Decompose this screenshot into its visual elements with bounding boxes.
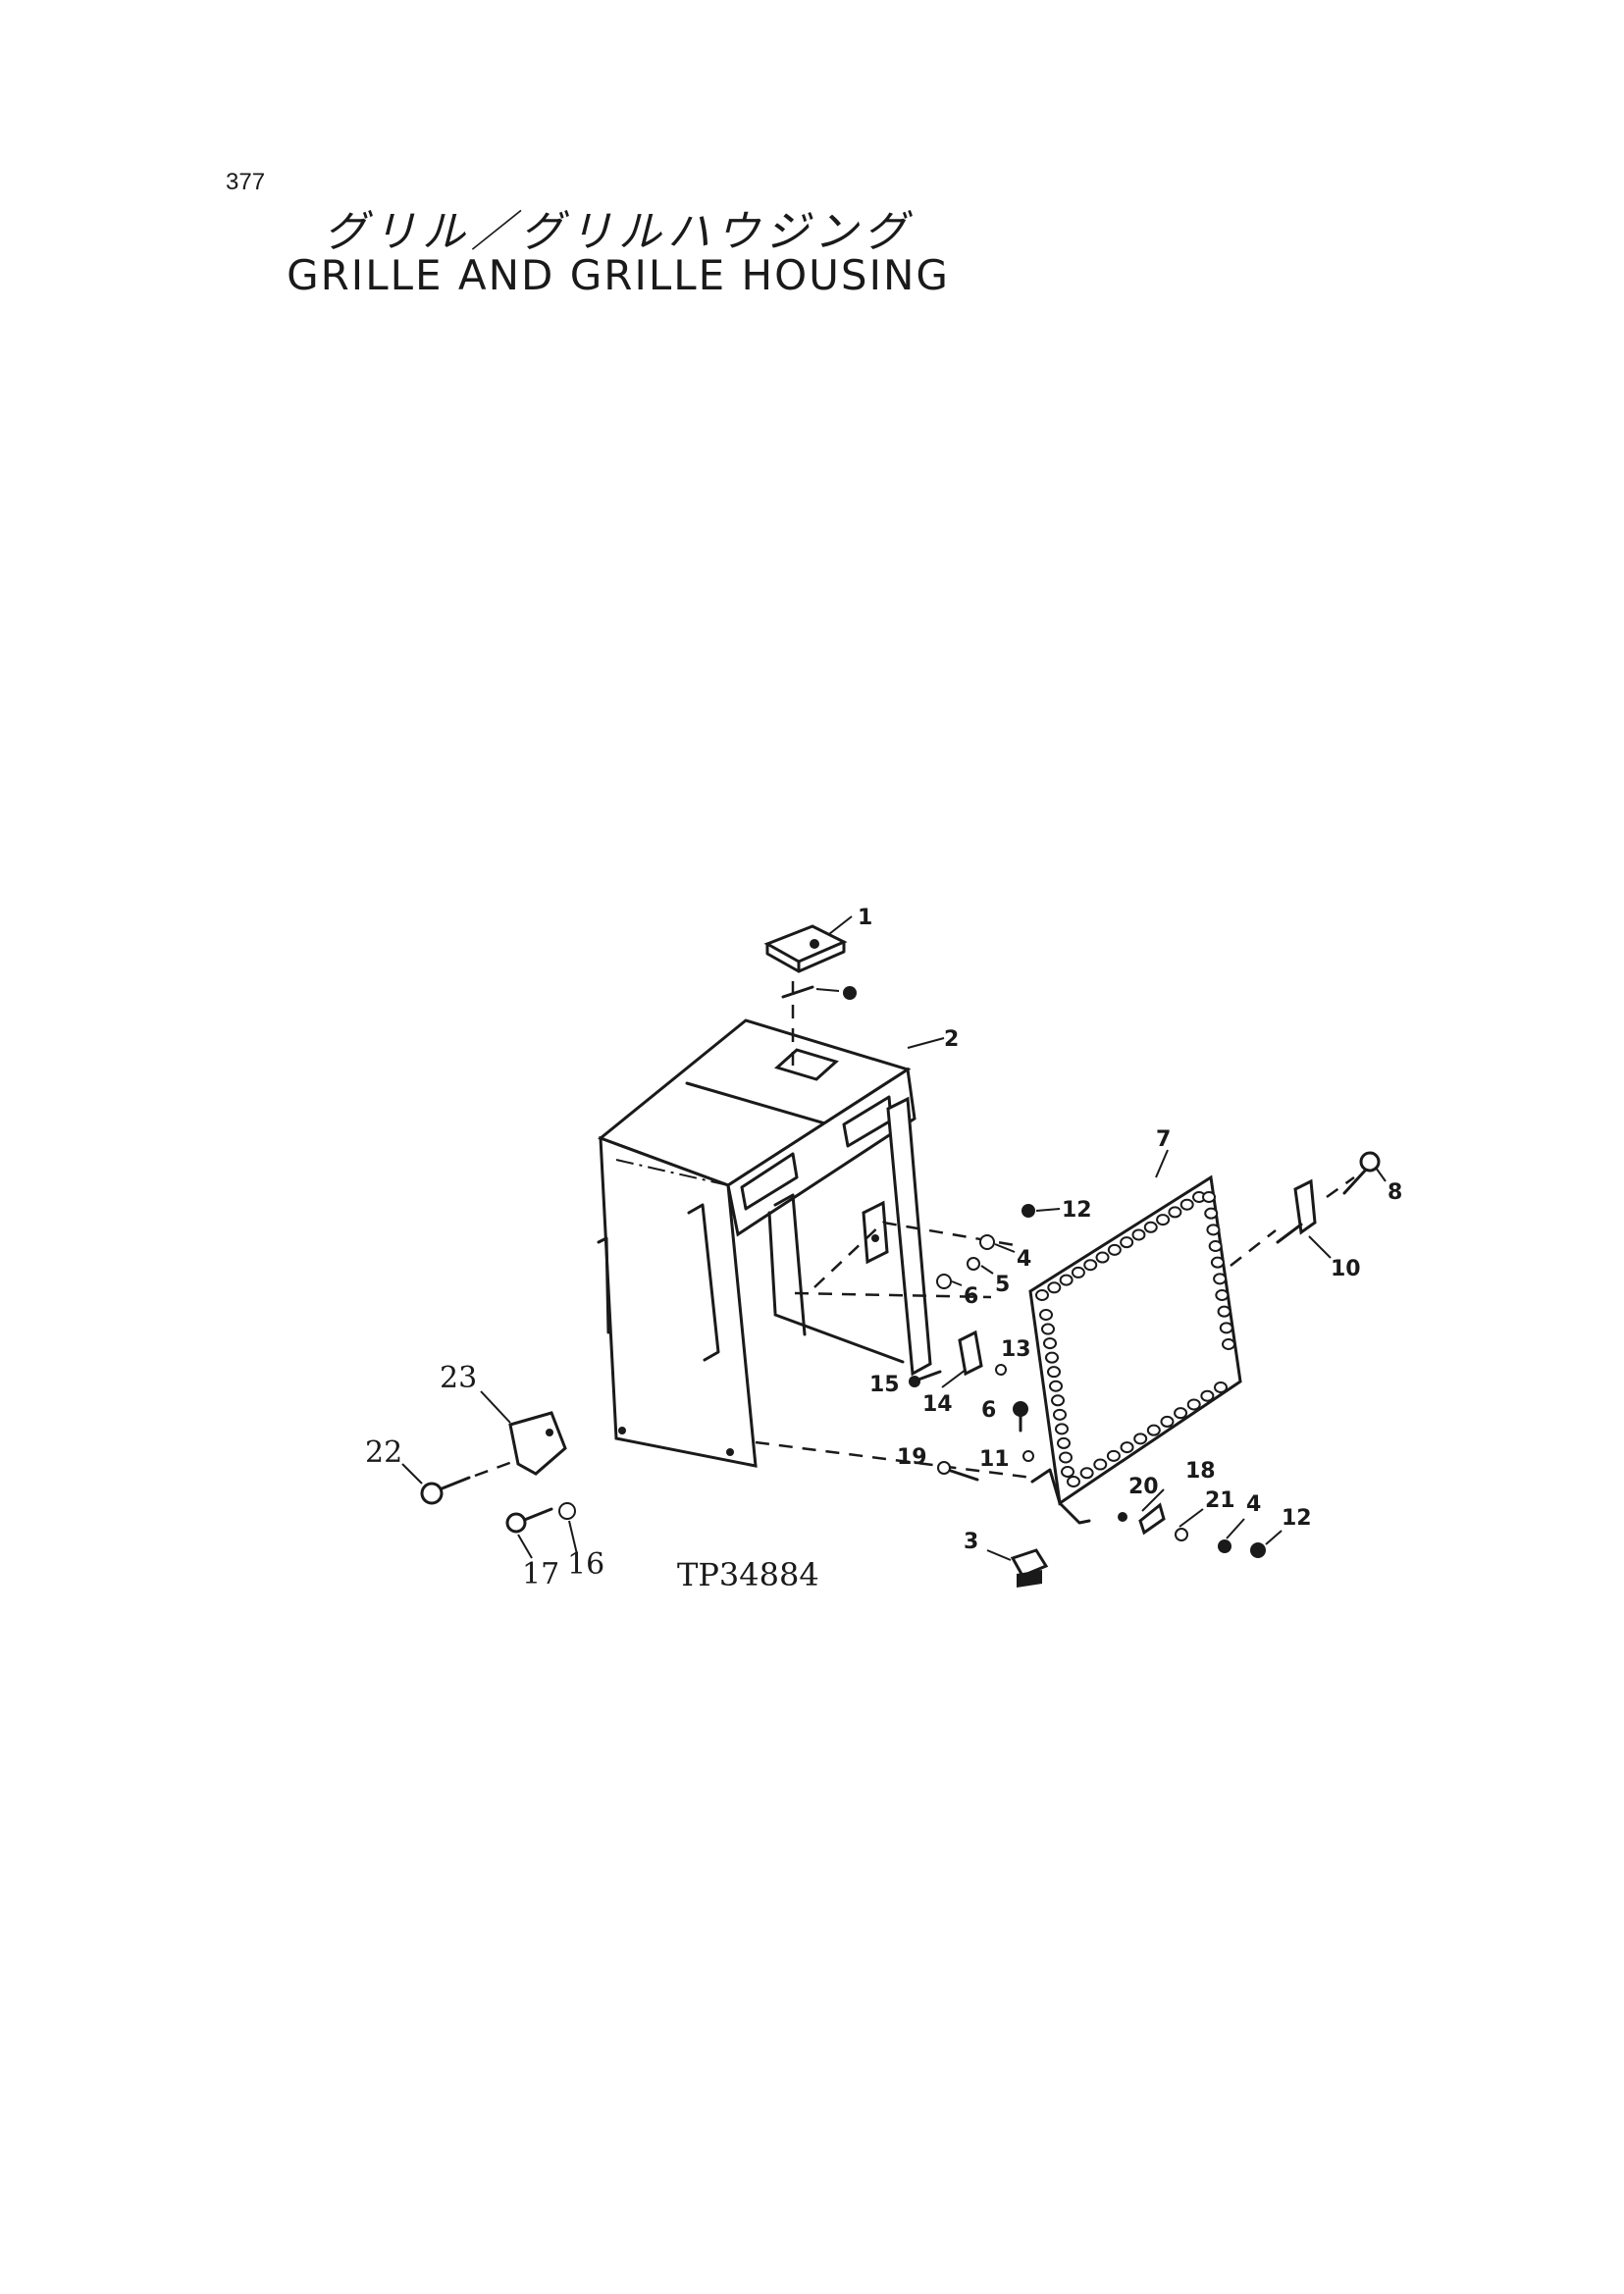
part-1-cover-plate (763, 915, 853, 973)
title-japanese: グリル／グリルハウジング (324, 207, 913, 257)
grille-hole-bottom (1186, 1398, 1201, 1411)
callout-1: 1 (858, 906, 872, 930)
grille-hole-top (1107, 1243, 1122, 1256)
grille-hole-top (1143, 1221, 1158, 1233)
callout-18: 18 (1185, 1459, 1216, 1484)
grille-hole-top (1047, 1281, 1062, 1294)
title-english: GRILLE AND GRILLE HOUSING (287, 251, 950, 299)
part-14-latch (941, 1329, 983, 1388)
assembly-lines (474, 981, 1355, 1480)
callout-11: 11 (979, 1447, 1010, 1472)
grille-hole-top (1059, 1274, 1074, 1286)
grille-hole-top (1120, 1236, 1134, 1249)
callout-12-lower: 12 (1282, 1506, 1312, 1531)
part-13-washer (995, 1364, 1007, 1376)
callout-14: 14 (922, 1392, 953, 1417)
grille-hole-right (1208, 1240, 1223, 1252)
callout-17: 17 (522, 1557, 559, 1591)
callout-6-lower: 6 (981, 1398, 996, 1423)
grille-hole-top (1035, 1289, 1049, 1301)
grille-hole-top (1131, 1228, 1146, 1241)
grille-hole-right (1217, 1305, 1231, 1318)
drawing-code: TP34884 (677, 1556, 819, 1593)
grille-hole-right (1213, 1273, 1228, 1285)
part-9-screw (781, 985, 857, 1000)
part-3-mount (986, 1548, 1049, 1588)
callout-10: 10 (1331, 1257, 1361, 1281)
grille-hole-left (1041, 1323, 1055, 1335)
grille-hole-bottom (1067, 1476, 1080, 1487)
part-7-grille (1028, 1149, 1242, 1525)
part-16-washer (558, 1502, 578, 1555)
grille-hole-right (1215, 1289, 1230, 1301)
grille-hole-left (1053, 1408, 1067, 1421)
grille-hole-bottom (1093, 1458, 1108, 1471)
part-15-screw (909, 1370, 942, 1387)
callout-19: 19 (897, 1445, 927, 1470)
grille-hole-right (1210, 1256, 1225, 1269)
grille-hole-bottom (1146, 1424, 1161, 1436)
callout-4-upper: 4 (1017, 1247, 1031, 1272)
callout-5-lower: 5 (995, 1273, 1010, 1297)
grille-hole-bottom (1200, 1389, 1215, 1402)
grille-hole-left (1047, 1366, 1061, 1379)
hardware-cluster-lower (1118, 1488, 1283, 1558)
callout-20: 20 (1128, 1475, 1159, 1499)
grille-hole-bottom (1079, 1467, 1094, 1480)
grille-hole-left (1061, 1466, 1074, 1478)
grille-hole-bottom (1120, 1441, 1134, 1454)
grille-hole-right (1204, 1207, 1219, 1220)
callout-7: 7 (1156, 1127, 1171, 1152)
grille-hole-bottom (1174, 1407, 1188, 1420)
grille-hole-top (1095, 1251, 1110, 1264)
hardware-cluster-upper (936, 1204, 1061, 1289)
grille-hole-top (1083, 1259, 1098, 1272)
grille-hole-bottom (1214, 1382, 1228, 1393)
grille-hole-right (1206, 1224, 1221, 1236)
callout-21: 21 (1205, 1488, 1235, 1513)
part-6-bolt (1013, 1401, 1028, 1433)
callout-6-upper: 6 (964, 1284, 978, 1309)
grille-hole-top (1071, 1266, 1085, 1278)
callout-12-upper: 12 (1062, 1198, 1092, 1223)
callout-13: 13 (1001, 1337, 1031, 1362)
part-23-latch (480, 1390, 567, 1476)
grille-hole-left (1055, 1423, 1069, 1435)
grille-hole-bottom (1160, 1415, 1175, 1428)
page-number: 377 (226, 169, 266, 195)
grille-hole-right (1202, 1191, 1216, 1203)
grille-hole-bottom (1106, 1449, 1121, 1462)
callout-8: 8 (1388, 1180, 1402, 1205)
part-11-pin (1022, 1450, 1034, 1462)
grille-hole-top (1168, 1206, 1182, 1219)
grille-hole-right (1219, 1322, 1233, 1334)
part-2-grille-housing (597, 1018, 945, 1468)
callout-15: 15 (869, 1373, 900, 1397)
grille-hole-right (1222, 1338, 1235, 1350)
part-22-bolt (401, 1463, 471, 1505)
grille-hole-left (1049, 1380, 1063, 1392)
grille-hole-left (1043, 1337, 1057, 1350)
grille-hole-left (1059, 1451, 1073, 1464)
part-19-bolt (937, 1461, 979, 1482)
callout-23: 23 (440, 1361, 477, 1395)
grille-hole-left (1045, 1351, 1059, 1364)
grille-hole-left (1051, 1394, 1065, 1407)
grille-hole-top (1179, 1198, 1194, 1211)
part-17-bolt (505, 1507, 553, 1559)
callout-2: 2 (944, 1027, 959, 1052)
callout-22: 22 (365, 1435, 402, 1470)
callout-16: 16 (567, 1547, 604, 1582)
grille-hole-left (1039, 1309, 1053, 1321)
part-8-bolt (1342, 1151, 1387, 1195)
grille-hole-bottom (1133, 1433, 1148, 1445)
callout-4-lower: 4 (1246, 1492, 1261, 1517)
part-10-bracket (1276, 1178, 1332, 1259)
callout-3: 3 (964, 1530, 978, 1554)
grille-hole-top (1156, 1214, 1171, 1226)
grille-hole-left (1057, 1436, 1071, 1449)
